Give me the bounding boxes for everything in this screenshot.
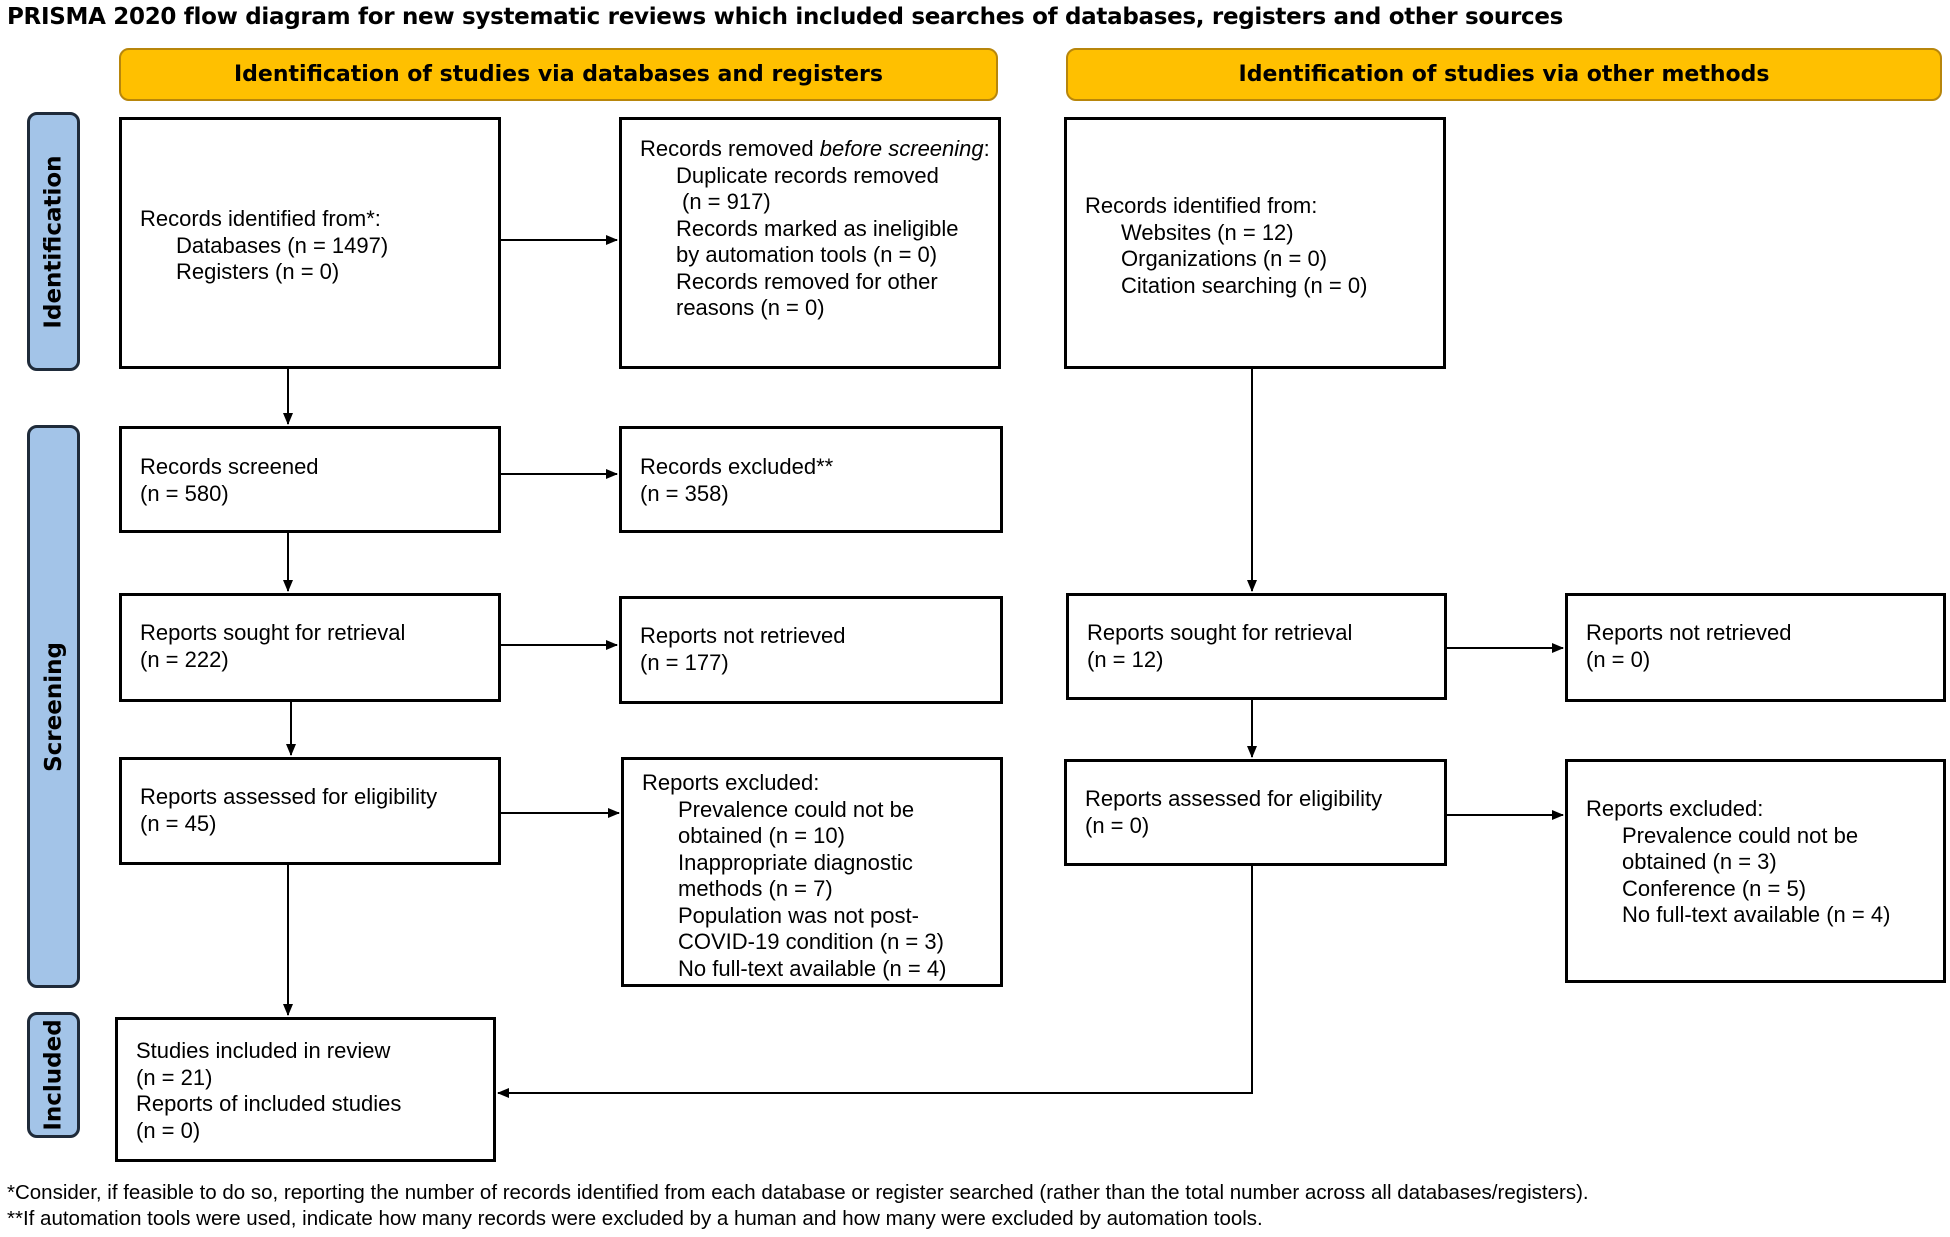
- duplicate-records-removed: Duplicate records removed: [676, 162, 939, 188]
- records-excluded-label: Records excluded**: [640, 454, 834, 479]
- page-title: PRISMA 2020 flow diagram for new systema…: [7, 4, 1564, 30]
- other-reports-not-retrieved-label: Reports not retrieved: [1586, 620, 1792, 645]
- reports-excluded-box: Reports excluded: Prevalence could not b…: [621, 757, 1003, 987]
- reports-excluded-reason: No full-text available (n = 4): [678, 955, 947, 981]
- reports-sought-box: Reports sought for retrieval (n = 222): [119, 593, 501, 702]
- reports-assessed-n: (n = 45): [140, 810, 217, 836]
- other-records-citation: Citation searching (n = 0): [1121, 272, 1368, 298]
- footnote-records-identified: *Consider, if feasible to do so, reporti…: [7, 1181, 1589, 1204]
- records-identified-heading: Records identified from*:: [140, 206, 381, 231]
- reports-excluded-reason: Population was not post-: [678, 902, 919, 928]
- reports-not-retrieved-label: Reports not retrieved: [640, 623, 846, 648]
- other-reports-excluded-reason: obtained (n = 3): [1622, 849, 1777, 874]
- records-removed-heading-suffix: :: [983, 136, 990, 161]
- records-removed-other-line1: Records removed for other: [676, 268, 938, 294]
- records-identified-registers: Registers (n = 0): [176, 259, 340, 284]
- records-screened-n: (n = 580): [140, 480, 229, 506]
- reports-included-label: Reports of included studies: [136, 1091, 402, 1116]
- reports-excluded-reason: obtained (n = 10): [678, 823, 845, 848]
- header-databases-registers: Identification of studies via databases …: [119, 48, 998, 101]
- phase-identification: Identification: [27, 112, 80, 371]
- other-reports-excluded-heading: Reports excluded:: [1586, 796, 1764, 821]
- reports-not-retrieved-box: Reports not retrieved (n = 177): [619, 596, 1003, 704]
- records-removed-box: Records removed before screening: Duplic…: [619, 117, 1001, 369]
- other-reports-assessed-box: Reports assessed for eligibility (n = 0): [1064, 759, 1447, 866]
- other-records-identified-heading: Records identified from:: [1085, 193, 1318, 218]
- phase-included: Included: [27, 1012, 80, 1138]
- reports-not-retrieved-n: (n = 177): [640, 649, 729, 675]
- records-screened-box: Records screened (n = 580): [119, 426, 501, 533]
- duplicate-records-removed-n: (n = 917): [682, 189, 771, 214]
- other-reports-excluded-reason: No full-text available (n = 4): [1622, 902, 1891, 927]
- footnote-automation-tools: **If automation tools were used, indicat…: [7, 1207, 1263, 1230]
- reports-excluded-reason: Inappropriate diagnostic: [678, 849, 913, 875]
- studies-included-n: (n = 21): [136, 1064, 213, 1090]
- reports-assessed-box: Reports assessed for eligibility (n = 45…: [119, 757, 501, 865]
- records-ineligible-line2: by automation tools (n = 0): [676, 242, 938, 267]
- records-identified-box: Records identified from*: Databases (n =…: [119, 117, 501, 369]
- arrow-other-assessed-to-included: [497, 866, 1253, 1098]
- studies-included-label: Studies included in review: [136, 1038, 391, 1063]
- records-ineligible-line1: Records marked as ineligible: [676, 215, 959, 241]
- records-excluded-box: Records excluded** (n = 358): [619, 426, 1003, 533]
- reports-excluded-reason: Prevalence could not be: [678, 796, 915, 822]
- records-identified-databases: Databases (n = 1497): [176, 232, 389, 258]
- studies-included-box: Studies included in review (n = 21) Repo…: [115, 1017, 496, 1162]
- other-reports-excluded-reason: Conference (n = 5): [1622, 875, 1807, 901]
- records-removed-heading-italic: before screening: [819, 136, 984, 161]
- reports-excluded-reason: methods (n = 7): [678, 876, 833, 901]
- header-other-methods: Identification of studies via other meth…: [1066, 48, 1942, 101]
- other-reports-sought-n: (n = 12): [1087, 646, 1164, 672]
- other-reports-sought-label: Reports sought for retrieval: [1087, 620, 1353, 645]
- other-records-organizations: Organizations (n = 0): [1121, 246, 1328, 271]
- other-reports-excluded-reason: Prevalence could not be: [1622, 822, 1859, 848]
- records-removed-heading-prefix: Records removed: [640, 136, 820, 161]
- reports-excluded-reason: COVID-19 condition (n = 3): [678, 929, 944, 954]
- other-reports-not-retrieved-n: (n = 0): [1586, 646, 1651, 672]
- other-records-websites: Websites (n = 12): [1121, 219, 1294, 245]
- records-excluded-n: (n = 358): [640, 480, 729, 506]
- reports-included-n: (n = 0): [136, 1117, 201, 1143]
- records-removed-heading: Records removed before screening:: [640, 136, 998, 163]
- other-records-identified-box: Records identified from: Websites (n = 1…: [1064, 117, 1446, 369]
- other-reports-assessed-n: (n = 0): [1085, 812, 1150, 838]
- reports-excluded-heading: Reports excluded:: [642, 770, 820, 795]
- records-removed-other-line2: reasons (n = 0): [676, 295, 825, 320]
- header-other-methods-label: Identification of studies via other meth…: [1238, 62, 1770, 87]
- other-reports-sought-box: Reports sought for retrieval (n = 12): [1066, 593, 1447, 700]
- other-reports-excluded-box: Reports excluded: Prevalence could not b…: [1565, 759, 1946, 983]
- other-reports-not-retrieved-box: Reports not retrieved (n = 0): [1565, 593, 1946, 702]
- reports-sought-n: (n = 222): [140, 646, 229, 672]
- records-screened-label: Records screened: [140, 454, 319, 479]
- reports-sought-label: Reports sought for retrieval: [140, 620, 406, 645]
- header-databases-registers-label: Identification of studies via databases …: [234, 62, 883, 87]
- phase-screening: Screening: [27, 425, 80, 988]
- other-reports-assessed-label: Reports assessed for eligibility: [1085, 786, 1383, 811]
- reports-assessed-label: Reports assessed for eligibility: [140, 784, 438, 809]
